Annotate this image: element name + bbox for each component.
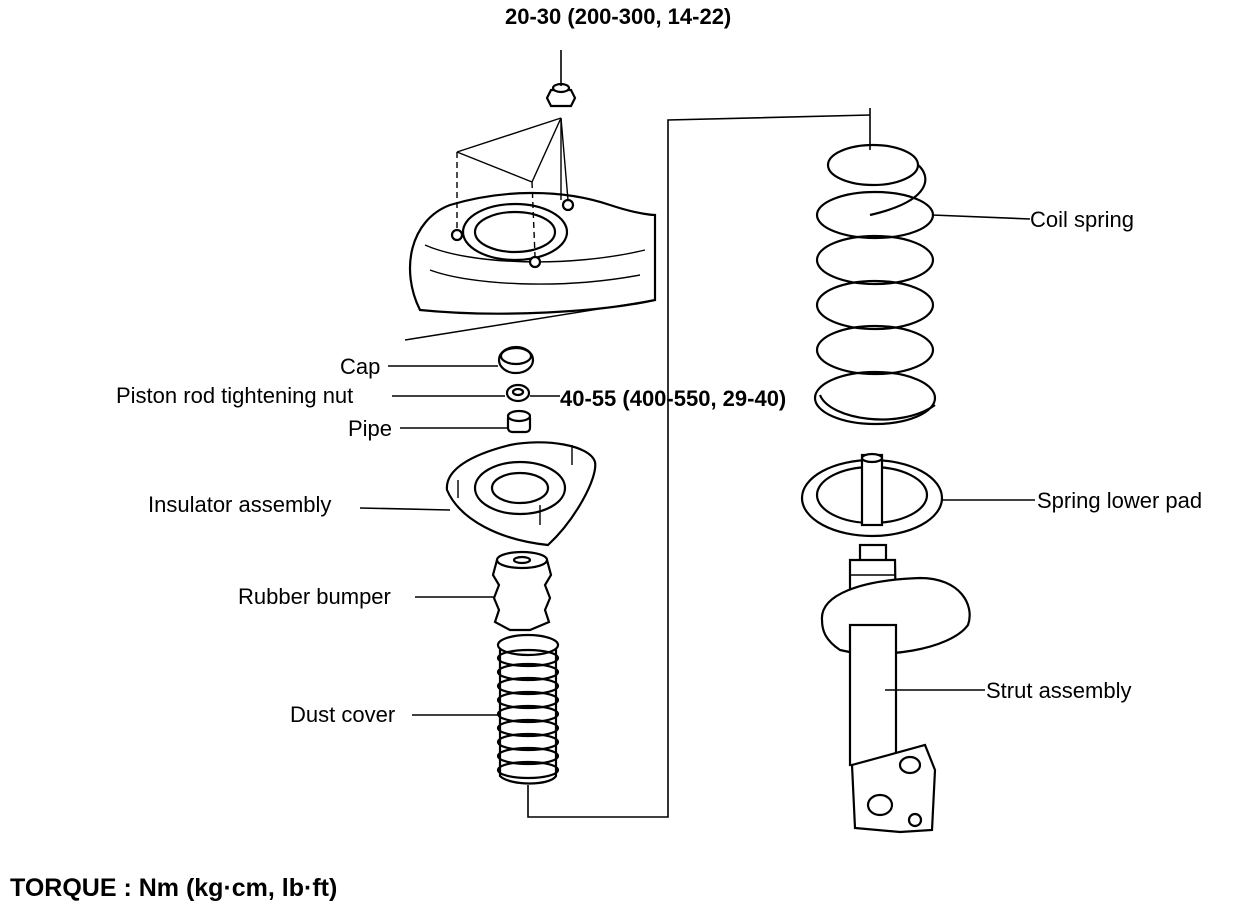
- nut-torque-label: 40-55 (400-550, 29-40): [560, 386, 786, 411]
- strut-assembly-label: Strut assembly: [986, 678, 1132, 703]
- torque-units-footer: TORQUE : Nm (kg·cm, lb·ft): [10, 874, 337, 902]
- piston-nut-label: Piston rod tightening nut: [116, 383, 353, 408]
- spring-lower-pad-part: [800, 452, 944, 538]
- pipe-label: Pipe: [348, 416, 392, 441]
- strut-assembly-part: [820, 543, 971, 834]
- rubber-bumper-part: [491, 550, 553, 632]
- piston-nut-part: [505, 383, 531, 403]
- mount-nut: [456, 50, 577, 257]
- dust-cover-part: [496, 633, 560, 785]
- pipe-part: [506, 409, 532, 434]
- insulator-part: [445, 441, 597, 547]
- coil-spring-label: Coil spring: [1030, 207, 1134, 232]
- coil-spring-part: [813, 143, 937, 426]
- top-torque-label: 20-30 (200-300, 14-22): [505, 4, 731, 29]
- strut-tower-body: [404, 191, 657, 341]
- dust-cover-label: Dust cover: [290, 702, 395, 727]
- insulator-label: Insulator assembly: [148, 492, 331, 517]
- cap-part: [497, 345, 535, 375]
- rubber-bumper-label: Rubber bumper: [238, 584, 391, 609]
- spring-lower-pad-label: Spring lower pad: [1037, 488, 1202, 513]
- connector-line: [527, 114, 871, 818]
- cap-label: Cap: [340, 354, 380, 379]
